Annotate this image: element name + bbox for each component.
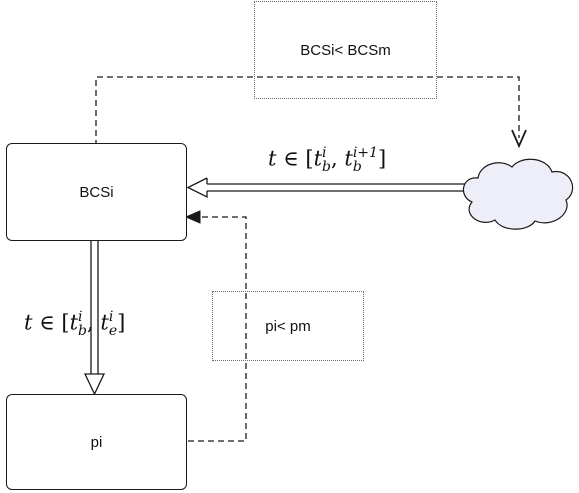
edge-label-left-sep: , [87,310,94,335]
condition-note-right-text: pi< pm [265,317,311,335]
condition-note-right: pi< pm [212,291,364,361]
edge-label-left-a-sup: i [78,309,83,325]
node-bcsi[interactable]: BCSi [6,143,187,241]
node-pi-label: pi [90,433,103,451]
edge-label-left-b-base: t [100,310,109,335]
edge-label-top-b-base: t [344,146,353,171]
edge-label-top-b-sup: i+1 [352,145,378,161]
node-pi[interactable]: pi [6,394,187,490]
dashed-edge-bcsi-to-cloud [95,76,520,146]
node-bcsi-label: BCSi [79,183,114,201]
edge-label-top-a-base: t [313,146,323,171]
dashed-edge-pi-to-bcsi [188,216,247,442]
condition-note-top-text: BCSi< BCSm [300,41,391,59]
edge-label-left-a-base: t [69,310,79,335]
arrowhead-into-cloud [511,129,527,149]
arrowhead-into-bcsi-dashed [184,210,201,224]
edge-label-left-b-sub: e [108,323,118,339]
condition-note-top: BCSi< BCSm [254,1,437,99]
edge-label-top-close: ] [377,146,387,171]
cloud-icon [462,158,574,230]
edge-label-left-b-sup: i [108,309,114,325]
edge-label-left-open: [ [61,310,70,335]
edge-label-top-a-sub: b [322,159,331,175]
edge-label-top-b-sub: b [352,159,362,175]
edge-label-top-var: t [268,146,277,171]
double-arrowhead-into-pi [83,373,106,396]
edge-label-left-var: t [24,310,33,335]
edge-label-left-a-sub: b [78,323,87,339]
edge-label-top-open: [ [305,146,314,171]
edge-label-left-op: ∈ [39,310,55,335]
double-arrowhead-into-bcsi [186,177,208,199]
edge-label-top-sep: , [331,146,338,171]
edge-label-top-a-sup: i [322,145,327,161]
edge-label-top-op: ∈ [283,146,299,171]
edge-label-left-close: ] [117,310,126,335]
